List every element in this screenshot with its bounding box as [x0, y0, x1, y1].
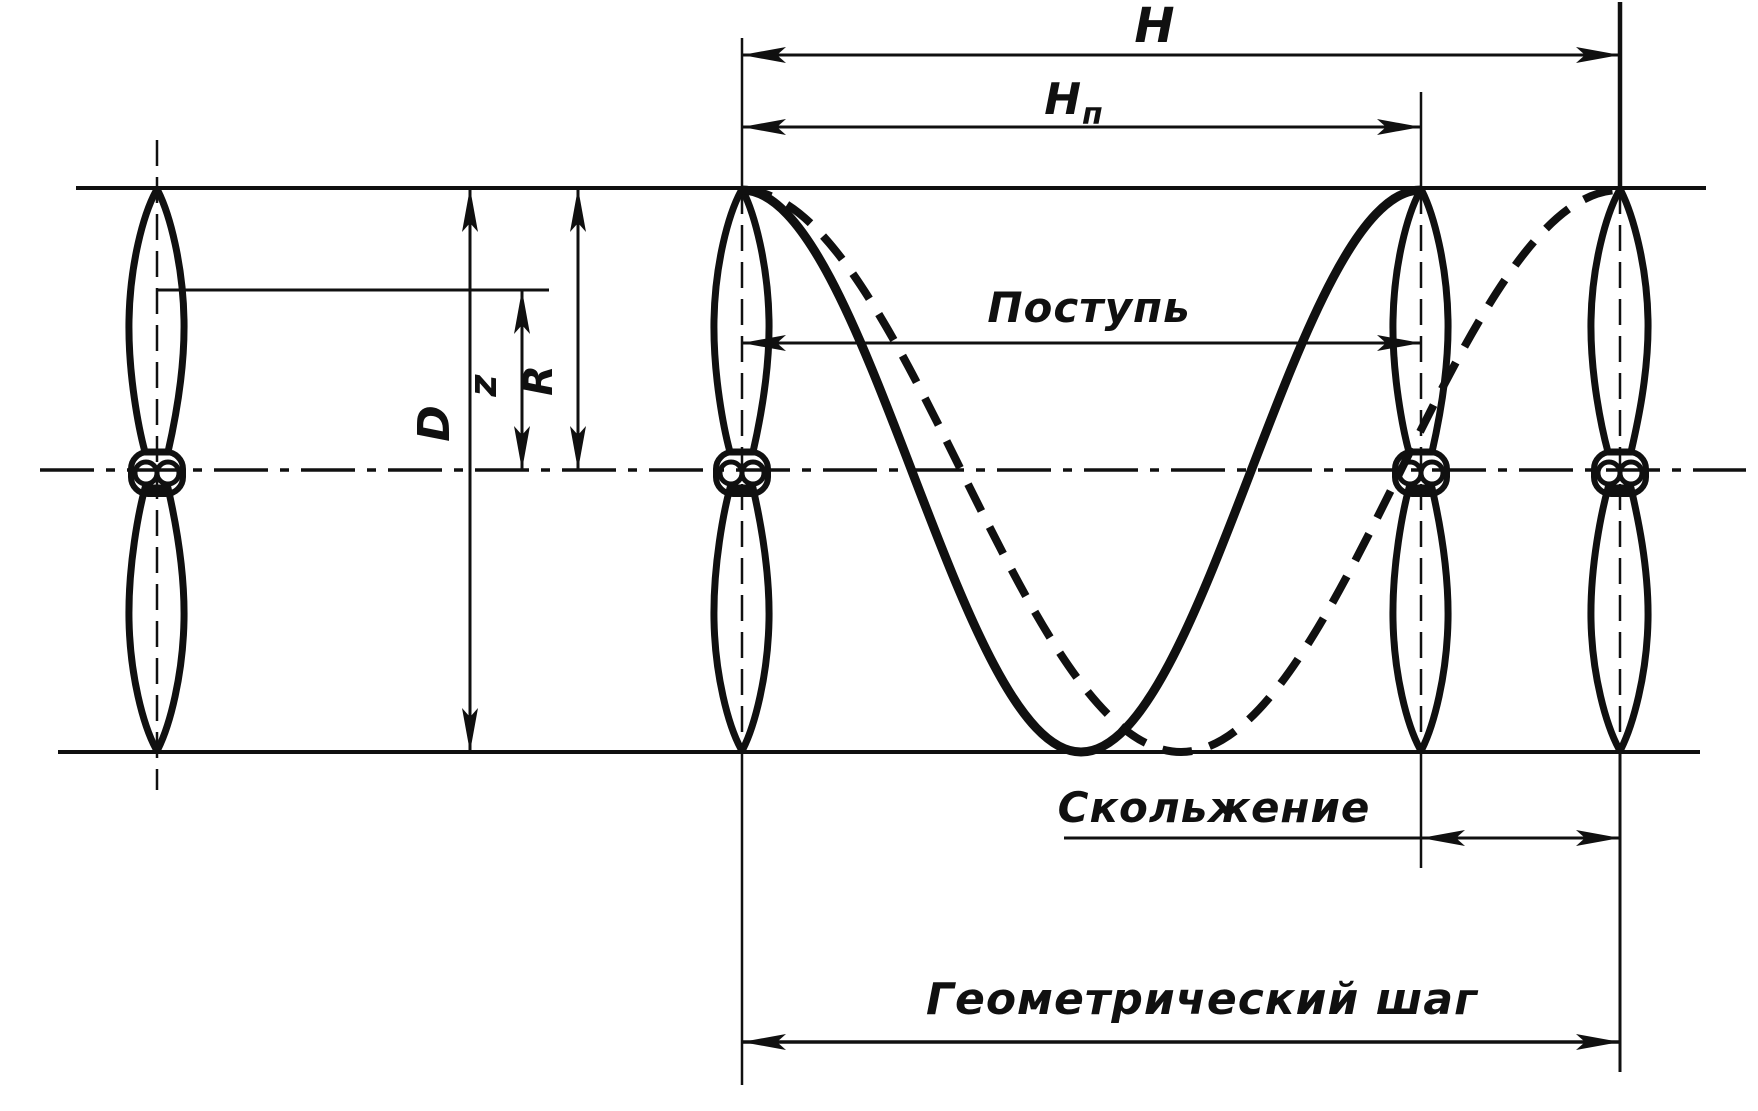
propeller-2-lower-blade	[710, 484, 773, 753]
propeller-1-hub-right-circle	[154, 459, 182, 487]
reference-lines	[40, 186, 1746, 754]
dimension-diameter: D	[409, 188, 478, 752]
propeller-2	[710, 38, 773, 1085]
dimension-pitch-h: H	[742, 0, 1620, 63]
propeller-3-hub	[1392, 449, 1450, 497]
propeller-4-hub-right-circle	[1617, 459, 1645, 487]
slip-label: Скольжение	[1058, 783, 1371, 832]
propeller-2-hub-left-circle	[717, 459, 745, 487]
propeller-4	[1587, 2, 1652, 1072]
propeller-2-hub	[713, 449, 771, 497]
diameter-label: D	[409, 404, 460, 442]
propeller-3-hub-right-circle	[1418, 459, 1446, 487]
propeller-1-hub-left-circle	[132, 459, 160, 487]
propeller-3-lower-blade	[1389, 484, 1452, 753]
helix-actual-solid-curve	[741, 185, 1422, 757]
section-radius-label: z	[461, 373, 505, 397]
helix-curves	[741, 185, 1621, 757]
dimension-advance: Поступь	[742, 283, 1421, 351]
dimension-pitch-hp: Hп	[742, 74, 1421, 135]
propeller-4-hub-left-circle	[1595, 459, 1623, 487]
advance-label: Поступь	[987, 283, 1190, 332]
propeller-1	[125, 140, 188, 790]
propeller-1-hub	[128, 449, 186, 497]
geometric-pitch-label: Геометрический шаг	[926, 974, 1479, 1025]
propeller-3	[1389, 92, 1452, 868]
dimension-radius: R	[516, 188, 586, 470]
dimension-section-radius: z	[461, 290, 530, 470]
propeller-2-hub-right-circle	[739, 459, 767, 487]
propeller-1-lower-blade	[125, 484, 188, 753]
radius-label: R	[516, 364, 562, 396]
dimension-slip: Скольжение	[1058, 783, 1620, 846]
helix-theoretical-dashed-curve	[741, 186, 1621, 757]
propeller-4-hub	[1591, 449, 1649, 497]
propeller-4-lower-blade	[1587, 484, 1652, 753]
pitch-h-label: H	[1134, 0, 1175, 54]
pitch-hp-label: Hп	[1044, 74, 1104, 132]
dimension-geometric-pitch: Геометрический шаг	[742, 974, 1620, 1050]
